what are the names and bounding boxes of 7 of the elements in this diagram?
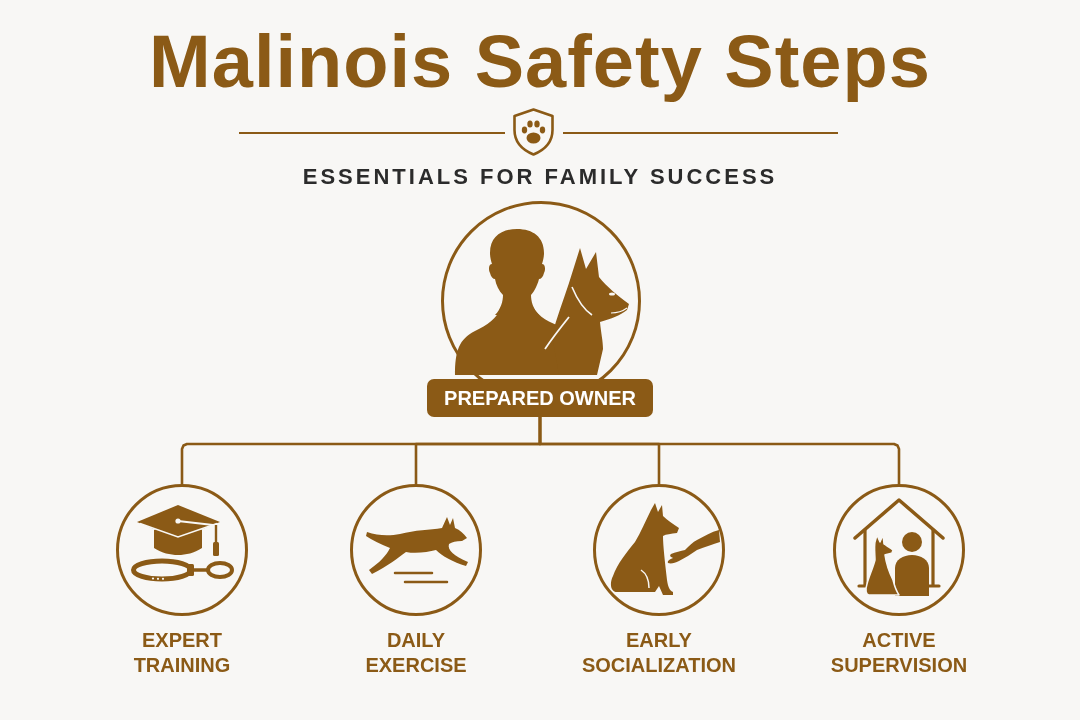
step-label: ACTIVE SUPERVISION [830,628,968,678]
label-banner: PREPARED OWNER [427,379,653,417]
step-label: DAILY EXERCISE [365,628,467,678]
step-label: EXPERT TRAINING [133,628,231,678]
step-label: EARLY SOCIALIZATION [581,628,737,678]
subtitle: ESSENTIALS FOR FAMILY SUCCESS [302,166,778,188]
connector-line [538,417,901,484]
